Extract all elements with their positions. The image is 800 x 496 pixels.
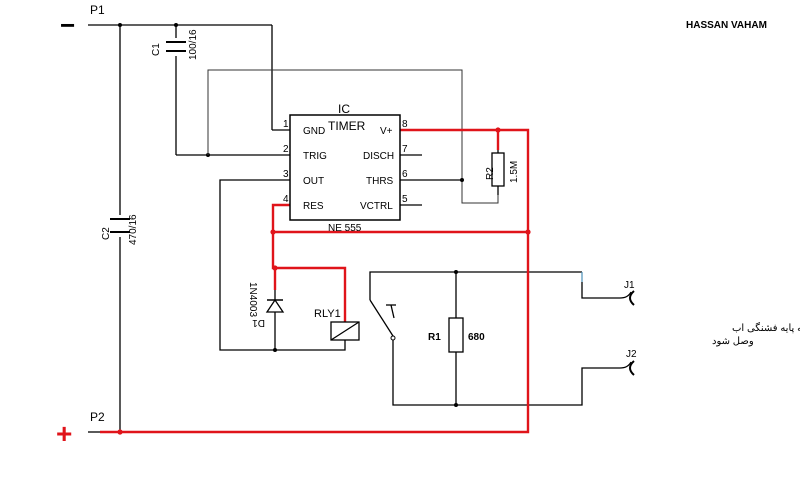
pin-name: GND	[303, 126, 325, 137]
p2-label: P2	[90, 410, 105, 424]
p1-label: P1	[90, 3, 105, 17]
note-line-2: وصل شود	[712, 336, 754, 347]
pin-name: TRIG	[303, 151, 327, 162]
pin-name: V+	[380, 126, 393, 137]
timer-ic: IC TIMER NE 555 1 GND 2 TRIG 3 OUT 4 RES…	[283, 102, 408, 234]
p2-sign: +	[56, 418, 72, 449]
pin-num: 7	[402, 144, 408, 155]
pin-num: 1	[283, 119, 289, 130]
ic-part-label: NE 555	[328, 223, 362, 234]
resistor-r1: R1 680	[428, 317, 485, 353]
threshold-loop	[207, 69, 499, 204]
pin-name: DISCH	[363, 151, 394, 162]
installation-note: به صورت سری به پایه فشنگی اب وصل شود	[712, 322, 800, 347]
pin-num: 5	[402, 194, 408, 205]
pin-num: 4	[283, 194, 289, 205]
pin-name: VCTRL	[360, 201, 393, 212]
positive-supply-wiring	[100, 127, 531, 435]
d1-ref-label: D1	[252, 317, 265, 328]
diode-d1: D1 1N4003	[247, 282, 285, 350]
resistor-r2: R2 1.5M	[485, 150, 520, 195]
d1-value-label: 1N4003	[247, 282, 258, 317]
j1-label: J1	[624, 280, 635, 291]
c1-ref-label: C1	[151, 43, 162, 56]
capacitor-c1: C1 100/16	[151, 29, 199, 60]
pin-name: RES	[303, 201, 324, 212]
note-line-1: به صورت سری به پایه فشنگی اب	[732, 322, 800, 334]
capacitor-c2: C2 470/16	[101, 214, 139, 245]
r2-ref-label: R2	[485, 167, 496, 180]
terminal-p2: P2 +	[56, 410, 105, 449]
pin-num: 3	[283, 169, 289, 180]
relay-rly1: RLY1	[314, 299, 396, 341]
author-label: HASSAN VAHAM	[686, 20, 767, 31]
pin-num: 6	[402, 169, 408, 180]
negative-rail	[88, 23, 290, 215]
pin-name: THRS	[366, 176, 394, 187]
c2-ref-label: C2	[101, 227, 112, 240]
c1-value-label: 100/16	[188, 29, 199, 60]
pin-num: 2	[283, 144, 289, 155]
pin-name: OUT	[303, 176, 324, 187]
p1-sign: −	[60, 10, 75, 40]
jack-j1: J1	[619, 280, 635, 306]
j2-label: J2	[626, 349, 637, 360]
r1-value-label: 680	[468, 332, 485, 343]
ic-name-label: TIMER	[328, 119, 366, 133]
pin-num: 8	[402, 119, 408, 130]
output-circuit	[369, 270, 620, 407]
c2-value-label: 470/16	[128, 214, 139, 245]
r1-ref-label: R1	[428, 332, 441, 343]
jack-j2: J2	[619, 349, 637, 376]
rly1-ref-label: RLY1	[314, 308, 341, 320]
ic-title-label: IC	[338, 102, 350, 116]
terminal-p1: P1 −	[60, 3, 105, 40]
r2-value-label: 1.5M	[509, 161, 520, 183]
